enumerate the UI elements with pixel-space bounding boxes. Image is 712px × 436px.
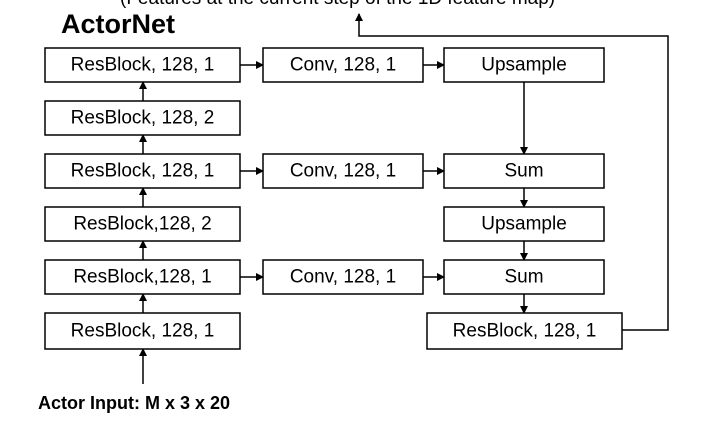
node-resblock-l4: ResBlock, 128, 1	[44, 153, 241, 189]
node-resblock-l5: ResBlock, 128, 2	[44, 100, 241, 136]
node-label: Conv, 128, 1	[290, 161, 396, 182]
edge-output-to-caption	[355, 13, 669, 331]
node-label: ResBlock,128, 2	[73, 214, 211, 235]
node-conv-top: Conv, 128, 1	[262, 47, 424, 83]
node-label: Upsample	[481, 214, 567, 235]
node-label: ResBlock, 128, 1	[71, 321, 215, 342]
output-caption: (Features at the current step of the 1D …	[120, 0, 600, 10]
node-label: Sum	[504, 267, 543, 288]
node-conv-bottom: Conv, 128, 1	[262, 259, 424, 295]
node-conv-mid: Conv, 128, 1	[262, 153, 424, 189]
node-sum-bottom: Sum	[443, 259, 605, 295]
node-resblock-l1: ResBlock, 128, 1	[44, 312, 241, 350]
node-upsample-mid: Upsample	[443, 206, 605, 242]
node-label: Conv, 128, 1	[290, 55, 396, 76]
node-label: ResBlock, 128, 1	[71, 161, 215, 182]
node-resblock-l6: ResBlock, 128, 1	[44, 47, 241, 83]
input-label: Actor Input: M x 3 x 20	[38, 393, 231, 413]
node-resblock-l3: ResBlock,128, 2	[44, 206, 241, 242]
node-label: ResBlock, 128, 1	[453, 321, 597, 342]
diagram-title: ActorNet	[61, 9, 176, 39]
node-label: ResBlock,128, 1	[73, 267, 211, 288]
node-resblock-l2: ResBlock,128, 1	[44, 259, 241, 295]
node-label: Sum	[504, 161, 543, 182]
node-sum-mid: Sum	[443, 153, 605, 189]
node-upsample-top: Upsample	[443, 47, 605, 83]
edges	[139, 13, 669, 384]
node-label: ResBlock, 128, 1	[71, 55, 215, 76]
node-resblock-output: ResBlock, 128, 1	[426, 312, 623, 350]
node-label: ResBlock, 128, 2	[71, 108, 215, 129]
node-label: Conv, 128, 1	[290, 267, 396, 288]
node-label: Upsample	[481, 55, 567, 76]
